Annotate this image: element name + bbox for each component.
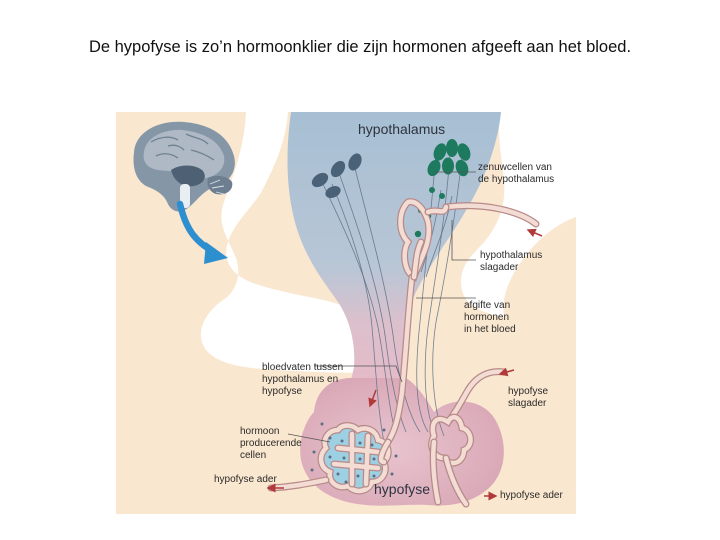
label-hypothalamus-artery-1: hypothalamus — [480, 250, 542, 261]
label-hypothalamus: hypothalamus — [358, 121, 445, 137]
label-nerve-cells-2: de hypothalamus — [478, 174, 554, 185]
label-cells-2: producerende — [240, 438, 302, 449]
label-release-3: in het bloed — [464, 324, 516, 335]
label-release-1: afgifte van — [464, 300, 510, 311]
label-cells-3: cellen — [240, 450, 266, 461]
label-vein-left: hypofyse ader — [214, 474, 277, 485]
label-hypofyse: hypofyse — [374, 481, 430, 497]
label-vessels-1: bloedvaten tussen — [262, 362, 343, 373]
label-vein-right: hypofyse ader — [500, 490, 563, 501]
label-pituitary-artery-1: hypofyse — [508, 386, 548, 397]
label-vessels-3: hypofyse — [262, 386, 302, 397]
slide-title: De hypofyse is zo’n hormoonklier die zij… — [0, 38, 720, 57]
hypothalamus-pituitary-diagram: hypothalamus zenuwcellen van de hypothal… — [116, 112, 576, 514]
label-hypothalamus-artery-2: slagader — [480, 262, 519, 273]
label-nerve-cells-1: zenuwcellen van — [478, 162, 552, 173]
label-vessels-2: hypothalamus en — [262, 374, 338, 385]
label-pituitary-artery-2: slagader — [508, 398, 547, 409]
label-cells-1: hormoon — [240, 426, 279, 437]
label-release-2: hormonen — [464, 312, 509, 323]
